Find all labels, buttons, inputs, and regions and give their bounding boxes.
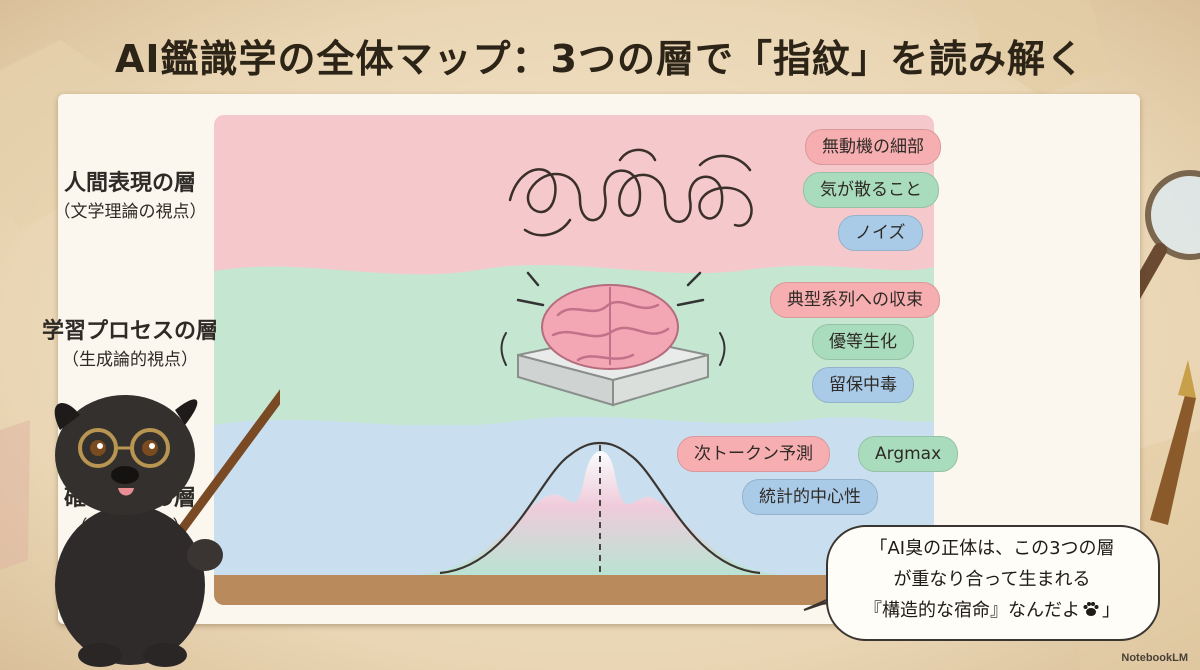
tag-chip: 優等生化	[812, 324, 914, 360]
speech-bubble-text: 「AI臭の正体は、この3つの層 が重なり合って生まれる 『構造的な宿命』なんだよ…	[836, 533, 1148, 626]
layer-subtitle: （文学理論の視点）	[53, 202, 207, 222]
fountain-pen-icon	[1150, 360, 1196, 525]
layer-title: 学習プロセスの層	[41, 319, 218, 344]
bubble-line-text: 『構造的な宿命』なんだよ	[864, 600, 1080, 621]
tag-chip: 典型系列への収束	[770, 282, 940, 318]
tag-chip: 気が散ること	[803, 172, 939, 208]
bubble-line-end: 」	[1102, 600, 1120, 621]
tag-chip: 無動機の細部	[805, 129, 941, 165]
page-title: AI鑑識学の全体マップ：3つの層で「指紋」を読み解く	[115, 37, 1085, 81]
pug-mascot-icon	[54, 389, 280, 667]
scribble-icon	[508, 148, 753, 237]
bubble-line: が重なり合って生まれる	[893, 569, 1091, 590]
tag-chip: 留保中毒	[812, 367, 914, 403]
bubble-line: 『構造的な宿命』なんだよ 」	[836, 595, 1148, 626]
tag-chip: 次トークン予測	[677, 436, 830, 472]
layer-subtitle: （生成論的視点）	[62, 350, 198, 370]
layer-title: 人間表現の層	[63, 171, 196, 196]
tag-chip: ノイズ	[838, 215, 923, 251]
brain-icon	[500, 271, 726, 407]
probability-mountain-icon	[420, 441, 780, 575]
speech-bubble	[826, 525, 1160, 641]
paw-icon	[1083, 602, 1099, 616]
tag-chip: Argmax	[858, 436, 959, 472]
brand-label: NotebookLM	[1121, 652, 1188, 664]
bubble-line: 「AI臭の正体は、この3つの層	[869, 538, 1115, 559]
tag-chip: 統計的中心性	[742, 479, 878, 515]
ground-strip	[214, 575, 934, 605]
